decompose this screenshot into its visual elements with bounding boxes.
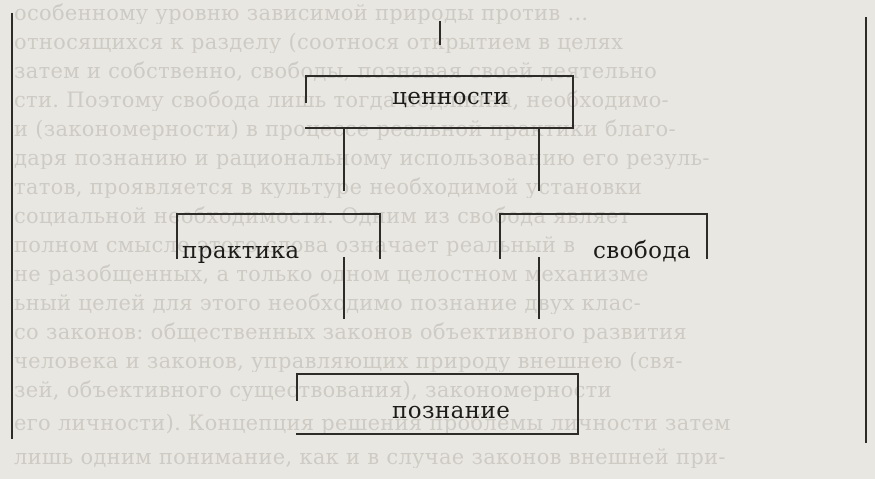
background-text-line: не разобщенных, а только одном целостном… — [14, 263, 649, 285]
background-text-line: зей, объективного существования), законо… — [14, 379, 612, 401]
background-text-line: относящихся к разделу (соотнося открытие… — [14, 31, 624, 53]
background-text-line: человека и законов, управляющих природу … — [14, 350, 683, 372]
cognition-box — [296, 373, 579, 435]
background-text-line: полном смысле этого слова означает реаль… — [14, 234, 576, 256]
freedom-box — [499, 213, 708, 259]
background-text-line: лишь одним понимание, как и в случае зак… — [14, 446, 726, 468]
background-text-line: его личности). Концепция решения проблем… — [14, 412, 731, 434]
background-text-line: со законов: общественных законов объекти… — [14, 321, 687, 343]
node-practice-label: практика — [182, 238, 300, 264]
node-freedom-label: свобода — [593, 238, 692, 264]
background-text-line: ьный целей для этого необходимо познание… — [14, 292, 641, 314]
node-cognition-label: познание — [392, 398, 511, 424]
background-text-line: даря познанию и рациональному использова… — [14, 147, 710, 169]
background-text-line: татов, проявляется в культуре необходимо… — [14, 176, 643, 198]
node-values-label: ценности — [392, 84, 510, 110]
values-box — [305, 75, 574, 129]
background-text-line: сти. Поэтому свобода лишь тогда подлинна… — [14, 89, 669, 111]
background-text-line: социальной необходимости. Одним из свобо… — [14, 205, 631, 227]
practice-box — [176, 213, 381, 259]
background-text-line: особенному уровню зависимой природы прот… — [14, 2, 589, 24]
